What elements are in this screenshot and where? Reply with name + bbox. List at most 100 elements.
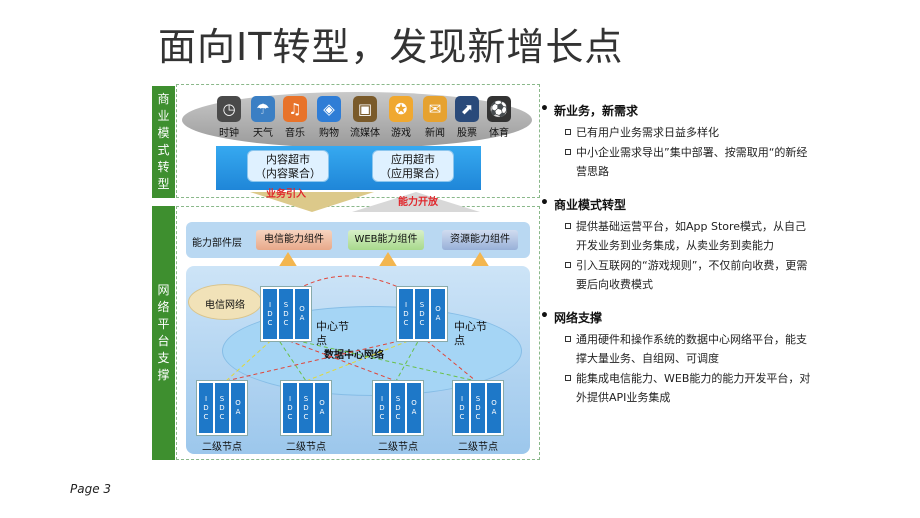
web-capability-component: WEB能力组件 — [348, 230, 424, 250]
bullet-sub-item: 已有用户业务需求日益多样化 — [540, 123, 812, 142]
clock-icon: ◷ — [217, 96, 241, 122]
bullet-sub-item: 中小企业需求导出”集中部署、按需取用“的新经营思路 — [540, 143, 812, 181]
media-icon: ▣ — [353, 96, 377, 122]
bullet-sub-item: 引入互联网的“游戏规则”，不仅前向收费，更需要后向收费模式 — [540, 256, 812, 294]
content-market-label: 内容超市 （内容聚合） — [255, 153, 321, 180]
app-1[interactable]: ◷ 时钟 — [212, 96, 246, 139]
secondary-node-label: 二级节点 — [378, 442, 418, 453]
app-label: 流媒体 — [350, 128, 380, 139]
app-market-label: 应用超市 （应用聚合） — [380, 153, 446, 180]
bullet-sub-text: 已有用户业务需求日益多样化 — [576, 126, 719, 139]
dc-network-label: 数据中心网络 — [324, 350, 384, 361]
capability-open-arrow — [352, 192, 480, 212]
secondary-node-label: 二级节点 — [286, 442, 326, 453]
bullet-heading-text: 新业务，新需求 — [553, 104, 638, 118]
bullet-heading-text: 商业模式转型 — [553, 198, 626, 212]
app-market: 应用超市 （应用聚合） — [372, 150, 454, 182]
app-6[interactable]: ✪ 游戏 — [384, 96, 418, 139]
network-platform-label: 网络平台支撑 — [152, 206, 175, 460]
square-bullet-icon — [565, 129, 571, 135]
resource-capability-component: 资源能力组件 — [442, 230, 518, 250]
telecom-capability-component: 电信能力组件 — [256, 230, 332, 250]
page-number: Page 3 — [70, 482, 112, 496]
bullet-heading: 网络支撑 — [540, 309, 812, 326]
app-label: 时钟 — [219, 128, 239, 139]
square-bullet-icon — [565, 149, 571, 155]
page-title: 面向IT转型，发现新增长点 — [158, 25, 624, 69]
bullet-sub-text: 通用硬件和操作系统的数据中心网络平台，能支撑大量业务、自组网、可调度 — [576, 333, 807, 365]
business-in-arrow — [250, 192, 374, 212]
square-bullet-icon — [565, 336, 571, 342]
bullet-heading-text: 网络支撑 — [553, 311, 602, 325]
stock-icon: ⬈ — [455, 96, 479, 122]
square-bullet-icon — [565, 223, 571, 229]
content-market: 内容超市 （内容聚合） — [247, 150, 329, 182]
bullet-sub-text: 中小企业需求导出”集中部署、按需取用“的新经营思路 — [576, 146, 808, 178]
square-bullet-icon — [565, 375, 571, 381]
app-2[interactable]: ☂ 天气 — [246, 96, 280, 139]
up-arrow-icon — [278, 252, 298, 268]
app-label: 游戏 — [391, 128, 411, 139]
app-label: 新闻 — [425, 128, 445, 139]
business-in-label: 业务引入 — [266, 189, 306, 200]
center-node-label: 中心节点 — [316, 320, 349, 347]
app-3[interactable]: ♫音乐 — [278, 96, 312, 139]
secondary-node-label: 二级节点 — [458, 442, 498, 453]
game-icon: ✪ — [389, 96, 413, 122]
app-label: 购物 — [319, 128, 339, 139]
app-label: 体育 — [489, 128, 509, 139]
shopping-icon: ◈ — [317, 96, 341, 122]
bullet-sub-item: 提供基础运营平台，如App Store模式，从自己开发业务到业务集成，从卖业务到… — [540, 217, 812, 255]
app-label: 天气 — [253, 128, 273, 139]
soccer-ball-icon: ⚽ — [487, 96, 511, 122]
app-8[interactable]: ⬈ 股票 — [450, 96, 484, 139]
secondary-node-label: 二级节点 — [202, 442, 242, 453]
business-model-label: 商业模式转型 — [152, 86, 175, 198]
app-9[interactable]: ⚽ 体育 — [482, 96, 516, 139]
bullet-sub-item: 通用硬件和操作系统的数据中心网络平台，能支撑大量业务、自组网、可调度 — [540, 330, 812, 368]
bullet-heading: 新业务，新需求 — [540, 102, 812, 119]
telecom-network-label: 电信网络 — [205, 300, 245, 311]
center-node-label: 中心节点 — [454, 320, 487, 347]
news-icon: ✉ — [423, 96, 447, 122]
app-label: 股票 — [457, 128, 477, 139]
square-bullet-icon — [565, 262, 571, 268]
music-icon: ♫ — [283, 96, 307, 122]
app-5[interactable]: ▣ 流媒体 — [348, 96, 382, 139]
capability-layer-label: 能力部件层 — [192, 238, 242, 249]
capability-open-label: 能力开放 — [398, 197, 438, 208]
bullet-sub-item: 能集成电信能力、WEB能力的能力开发平台，对外提供API业务集成 — [540, 369, 812, 407]
bullet-sub-text: 提供基础运营平台，如App Store模式，从自己开发业务到业务集成，从卖业务到… — [576, 220, 807, 252]
bullet-list: 新业务，新需求已有用户业务需求日益多样化中小企业需求导出”集中部署、按需取用“的… — [540, 96, 812, 408]
bullet-sub-text: 能集成电信能力、WEB能力的能力开发平台，对外提供API业务集成 — [576, 372, 811, 404]
app-7[interactable]: ✉ 新闻 — [418, 96, 452, 139]
bullet-sub-text: 引入互联网的“游戏规则”，不仅前向收费，更需要后向收费模式 — [576, 259, 808, 291]
up-arrow-icon — [470, 252, 490, 268]
bullet-heading: 商业模式转型 — [540, 196, 812, 213]
umbrella-icon: ☂ — [251, 96, 275, 122]
app-4[interactable]: ◈ 购物 — [312, 96, 346, 139]
